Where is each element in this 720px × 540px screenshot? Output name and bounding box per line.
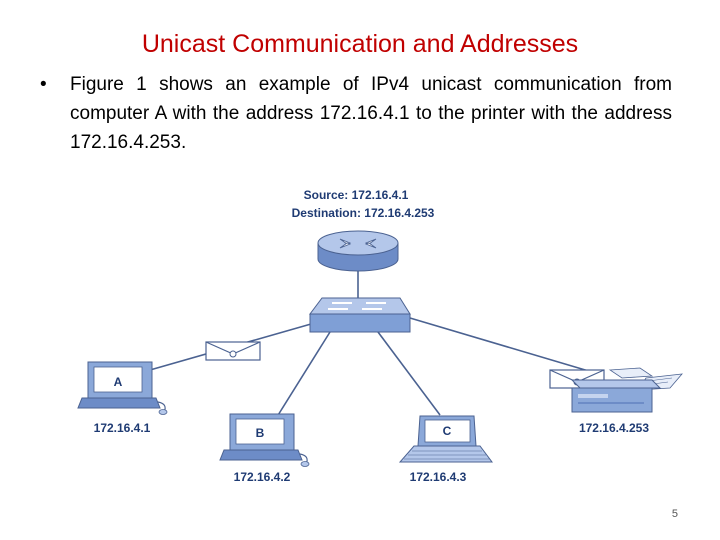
laptop-c-icon	[398, 415, 493, 463]
printer-address: 172.16.4.253	[579, 421, 649, 435]
router-icon	[317, 230, 399, 272]
computer-a-address: 172.16.4.1	[94, 421, 151, 435]
link-printer-switch	[409, 317, 593, 373]
computer-b-address: 172.16.4.2	[234, 470, 291, 484]
printer-icon	[570, 367, 683, 413]
bullet-text: Figure 1 shows an example of IPv4 unicas…	[70, 74, 672, 153]
slide-title: Unicast Communication and Addresses	[141, 30, 579, 58]
computer-b-letter: B	[256, 426, 265, 440]
link-b-switch	[274, 331, 331, 421]
laptop-c-letter: C	[443, 424, 452, 438]
computer-a-icon	[77, 361, 168, 415]
laptop-c-address: 172.16.4.3	[410, 470, 467, 484]
bullet-marker: •	[40, 74, 47, 95]
page-number: 5	[671, 508, 678, 520]
source-label: Source: 172.16.4.1	[304, 188, 409, 202]
envelope-icon-a	[205, 341, 261, 361]
computer-b-icon	[219, 413, 310, 467]
switch-icon	[309, 297, 411, 333]
computer-a-letter: A	[114, 375, 123, 389]
link-c-switch	[377, 331, 441, 416]
bullet-paragraph: • Figure 1 shows an example of IPv4 unic…	[40, 70, 672, 157]
destination-label: Destination: 172.16.4.253	[292, 206, 435, 220]
